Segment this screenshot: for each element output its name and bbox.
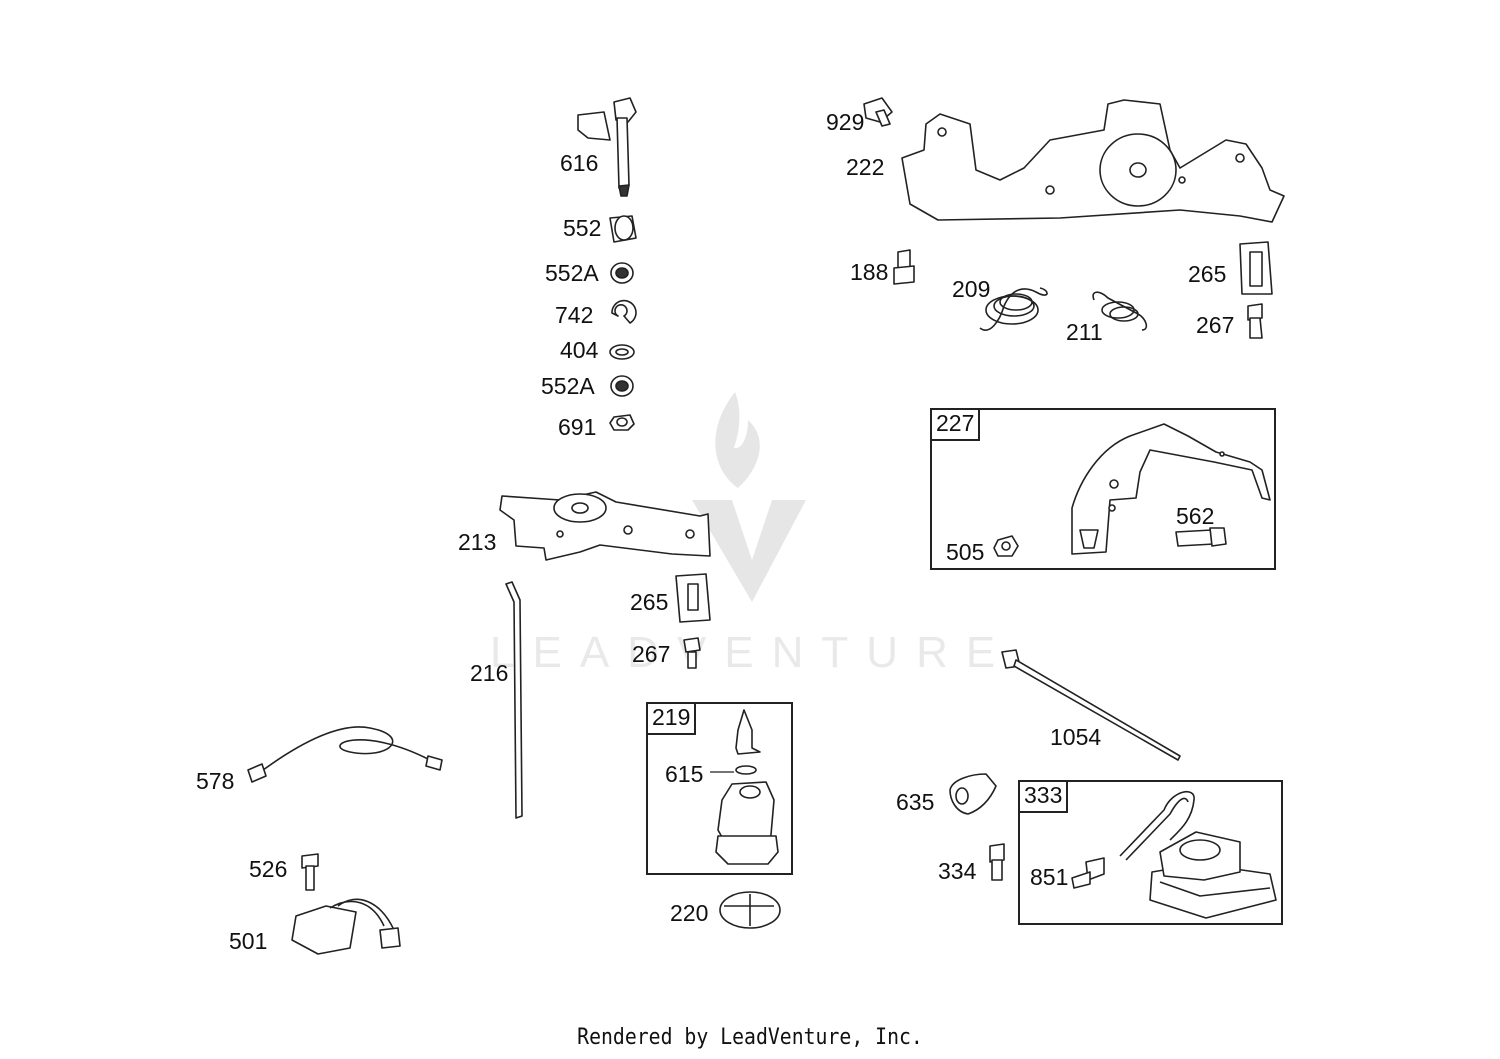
part-552a-seal-1	[610, 262, 634, 284]
part-label-505: 505	[946, 539, 985, 565]
part-220-cup	[719, 891, 781, 929]
part-616-governor-shaft	[577, 97, 637, 197]
part-label-211: 211	[1066, 319, 1103, 345]
part-742-clip	[611, 299, 637, 324]
part-267-screw-2	[1247, 303, 1263, 339]
part-label-552a-2: 552A	[541, 373, 595, 399]
part-265-clip-2	[1239, 241, 1273, 295]
part-label-265-2: 265	[1188, 261, 1227, 287]
part-505-nut	[993, 535, 1019, 557]
group-box-333	[1018, 780, 1283, 925]
rendered-by-footer: Rendered by LeadVenture, Inc.	[577, 1025, 923, 1050]
part-label-222: 222	[846, 154, 885, 180]
group-box-219	[646, 702, 793, 875]
part-552a-seal-2	[610, 375, 634, 397]
part-265-clip-1	[675, 573, 711, 623]
part-216-governor-link	[505, 581, 523, 819]
part-label-334: 334	[938, 858, 977, 884]
part-501-module	[291, 898, 401, 955]
part-label-742: 742	[555, 302, 594, 328]
part-213-governor-lever	[499, 491, 711, 561]
part-label-526: 526	[249, 856, 288, 882]
part-219-governor-gear	[715, 781, 779, 865]
part-label-188: 188	[850, 259, 889, 285]
part-label-501: 501	[229, 928, 268, 954]
part-615-pin	[735, 709, 761, 775]
part-929-screw	[863, 97, 893, 127]
part-578-ground-wire	[247, 726, 443, 783]
part-209-spring	[979, 287, 1048, 331]
group-label-219: 219	[648, 704, 697, 735]
part-label-552a-1: 552A	[545, 260, 599, 286]
part-label-635: 635	[896, 789, 935, 815]
part-334-screw	[989, 843, 1005, 881]
part-label-552: 552	[563, 215, 602, 241]
part-267-screw-1	[683, 637, 701, 669]
part-label-691: 691	[558, 414, 597, 440]
part-333-armature	[1119, 790, 1277, 919]
part-label-209: 209	[952, 276, 991, 302]
part-188-screw	[893, 249, 915, 285]
part-label-216: 216	[470, 660, 509, 686]
part-label-616: 616	[560, 150, 599, 176]
part-label-562: 562	[1176, 503, 1215, 529]
part-label-1054: 1054	[1050, 724, 1102, 750]
part-526-screw	[301, 853, 319, 891]
group-label-333: 333	[1020, 782, 1069, 813]
part-562-screw	[1175, 527, 1227, 547]
part-552-bushing	[609, 215, 637, 243]
part-label-220: 220	[670, 900, 709, 926]
part-label-265-1: 265	[630, 589, 669, 615]
part-211-spring	[1092, 291, 1148, 331]
part-1054-cable-tie	[1001, 649, 1181, 761]
part-label-615: 615	[665, 761, 704, 787]
part-691-nut	[609, 414, 635, 431]
watermark-text: LEADVENTURE	[490, 628, 1014, 677]
part-404-washer	[609, 344, 635, 360]
part-label-267-2: 267	[1196, 312, 1235, 338]
part-label-929: 929	[826, 109, 865, 135]
part-label-578: 578	[196, 768, 235, 794]
part-label-213: 213	[458, 529, 497, 555]
group-label-227: 227	[932, 410, 981, 441]
part-227-bracket	[1071, 423, 1271, 555]
part-851-clip	[1071, 857, 1105, 889]
part-635-boot	[949, 773, 997, 815]
part-label-404: 404	[560, 337, 599, 363]
part-label-851: 851	[1030, 864, 1069, 890]
part-222-control-bracket	[901, 99, 1285, 223]
part-label-267-1: 267	[632, 641, 671, 667]
group-box-227	[930, 408, 1276, 570]
